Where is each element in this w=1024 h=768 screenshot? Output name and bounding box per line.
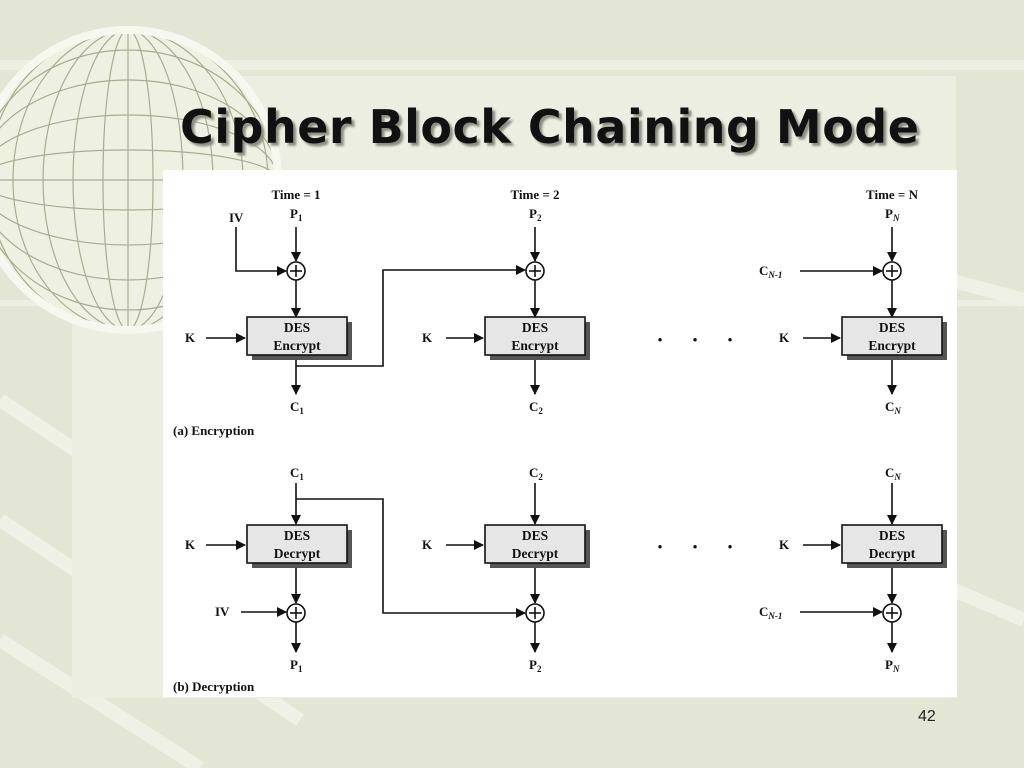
xor-icon (525, 261, 545, 281)
des-encrypt-box: DES Encrypt (841, 316, 947, 360)
svg-text:Decrypt: Decrypt (512, 546, 559, 561)
ellipsis-dot: • (693, 539, 698, 554)
page-number: 42 (918, 708, 936, 725)
ciphertext-label: C1 (290, 465, 304, 482)
plaintext-label: P1 (290, 657, 303, 674)
iv-label: IV (215, 604, 230, 619)
des-encrypt-box: DES Encrypt (246, 316, 352, 360)
svg-text:DES: DES (879, 528, 905, 543)
svg-text:Decrypt: Decrypt (274, 546, 321, 561)
svg-text:DES: DES (522, 528, 548, 543)
key-label: K (422, 537, 433, 552)
time-label: Time = N (866, 187, 919, 202)
key-label: K (185, 330, 196, 345)
chain-input-label: CN-1 (759, 263, 782, 280)
iv-label: IV (229, 210, 244, 225)
key-label: K (185, 537, 196, 552)
svg-text:Encrypt: Encrypt (868, 338, 916, 353)
cbc-diagram-panel: DES Encrypt DES Encrypt DES Encrypt DES … (163, 170, 957, 697)
svg-text:Encrypt: Encrypt (511, 338, 559, 353)
plaintext-label: P1 (290, 206, 303, 223)
svg-text:Decrypt: Decrypt (869, 546, 916, 561)
time-label: Time = 1 (271, 187, 320, 202)
ellipsis-dot: • (728, 332, 733, 347)
xor-icon (525, 603, 545, 623)
xor-icon (286, 261, 306, 281)
decryption-caption: (b) Decryption (173, 679, 255, 694)
key-label: K (422, 330, 433, 345)
plaintext-label: P2 (529, 206, 542, 223)
ciphertext-label: C1 (290, 399, 304, 416)
xor-icon (286, 603, 306, 623)
xor-icon (882, 261, 902, 281)
slide-title: Cipher Block Chaining Mode (180, 100, 920, 154)
time-label: Time = 2 (510, 187, 559, 202)
key-label: K (779, 330, 790, 345)
plaintext-label: P2 (529, 657, 542, 674)
ellipsis-dot: • (728, 539, 733, 554)
des-decrypt-box: DES Decrypt (246, 524, 352, 568)
plaintext-label: PN (885, 657, 900, 674)
svg-text:Encrypt: Encrypt (273, 338, 321, 353)
des-decrypt-box: DES Decrypt (841, 524, 947, 568)
svg-text:DES: DES (284, 528, 310, 543)
chain-input-label: CN-1 (759, 604, 782, 621)
ciphertext-label: C2 (529, 399, 543, 416)
svg-text:DES: DES (879, 320, 905, 335)
plaintext-label: PN (885, 206, 900, 223)
xor-icon (882, 603, 902, 623)
ciphertext-label: CN (885, 399, 901, 416)
ciphertext-label: C2 (529, 465, 543, 482)
des-decrypt-box: DES Decrypt (484, 524, 590, 568)
svg-text:DES: DES (284, 320, 310, 335)
ciphertext-label: CN (885, 465, 901, 482)
ellipsis-dot: • (693, 332, 698, 347)
cbc-diagram: DES Encrypt DES Encrypt DES Encrypt DES … (173, 187, 947, 694)
ellipsis-dot: • (658, 332, 663, 347)
svg-text:DES: DES (522, 320, 548, 335)
encryption-caption: (a) Encryption (173, 423, 255, 438)
des-encrypt-box: DES Encrypt (484, 316, 590, 360)
key-label: K (779, 537, 790, 552)
ellipsis-dot: • (658, 539, 663, 554)
